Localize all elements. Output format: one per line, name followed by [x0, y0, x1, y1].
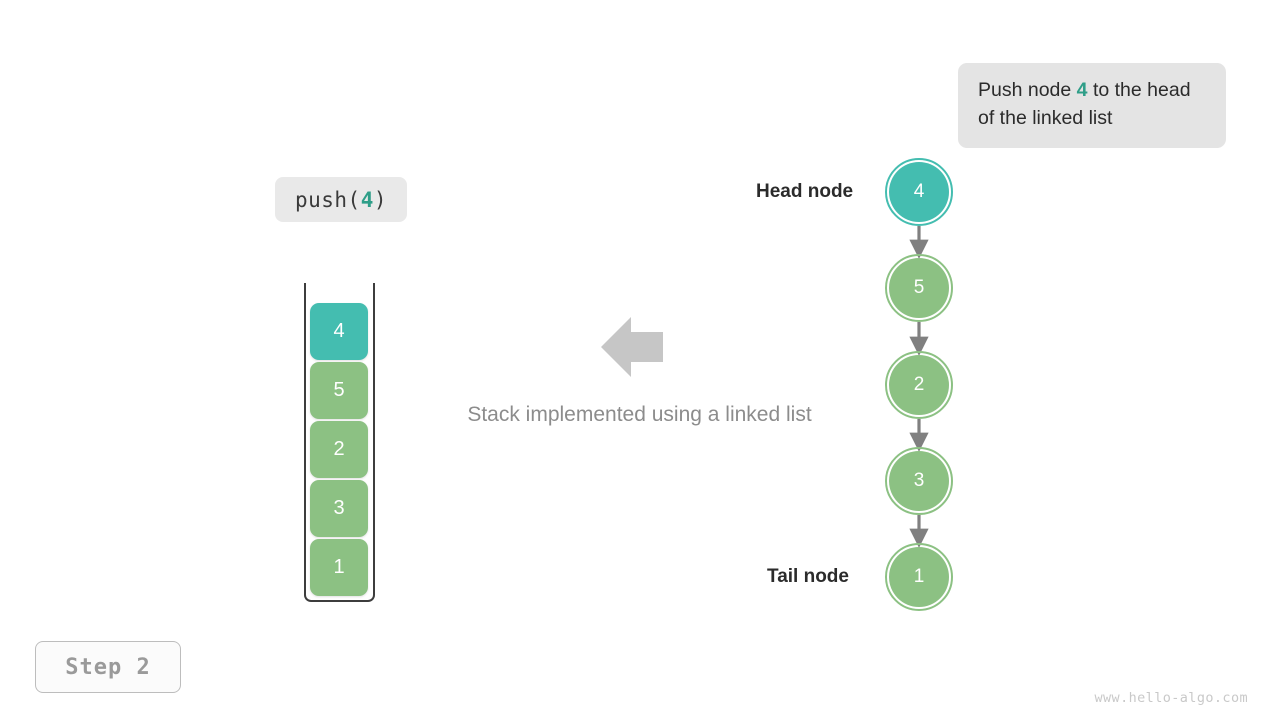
linked-list-node: 2 — [889, 355, 949, 415]
stack-cell-value: 3 — [333, 497, 345, 519]
stack-cell-value: 4 — [333, 320, 345, 342]
step-badge: Step 2 — [35, 641, 181, 693]
callout-accent-value: 4 — [1076, 79, 1088, 101]
linked-list-node-value: 4 — [913, 181, 925, 202]
linked-list-node-value: 1 — [913, 566, 925, 587]
callout-text-before: Push node — [978, 79, 1077, 101]
linked-list-node: 5 — [889, 258, 949, 318]
stack-cell-value: 1 — [333, 556, 345, 578]
tail-node-label: Tail node — [767, 566, 849, 587]
stack-cell: 1 — [310, 539, 368, 596]
operation-name: push( — [294, 187, 361, 212]
operation-chip: push(4) — [275, 177, 407, 222]
stack-cell: 3 — [310, 480, 368, 537]
stack-cell-value: 5 — [333, 379, 345, 401]
linked-list-node-value: 3 — [913, 470, 925, 491]
callout-text-after: to the head of the linked list — [978, 79, 1191, 129]
operation-close-paren: ) — [373, 187, 388, 212]
linked-list-node-value: 5 — [913, 277, 925, 298]
diagram-caption-text: Stack implemented using a linked list — [467, 403, 812, 426]
linked-list-node: 3 — [889, 451, 949, 511]
stack-cell-list: 4 5 2 3 1 — [310, 303, 368, 596]
stack-cell: 4 — [310, 303, 368, 360]
linked-list-node: 1 — [889, 547, 949, 607]
diagram-caption: Stack implemented using a linked list — [0, 403, 1280, 427]
callout-bubble: Push node 4 to the head of the linked li… — [958, 63, 1226, 149]
linked-list-node-value: 2 — [913, 374, 925, 395]
linked-list-node: 4 — [889, 162, 949, 222]
stack-cell: 5 — [310, 362, 368, 419]
operation-argument: 4 — [360, 187, 374, 212]
left-block-arrow-icon — [601, 317, 663, 377]
stack-cell-value: 2 — [333, 438, 345, 460]
watermark: www.hello-algo.com — [1094, 690, 1248, 706]
stack-container — [304, 283, 375, 602]
stack-cell: 2 — [310, 421, 368, 478]
linked-list-node-ring — [885, 158, 953, 226]
head-node-label: Head node — [756, 181, 854, 202]
